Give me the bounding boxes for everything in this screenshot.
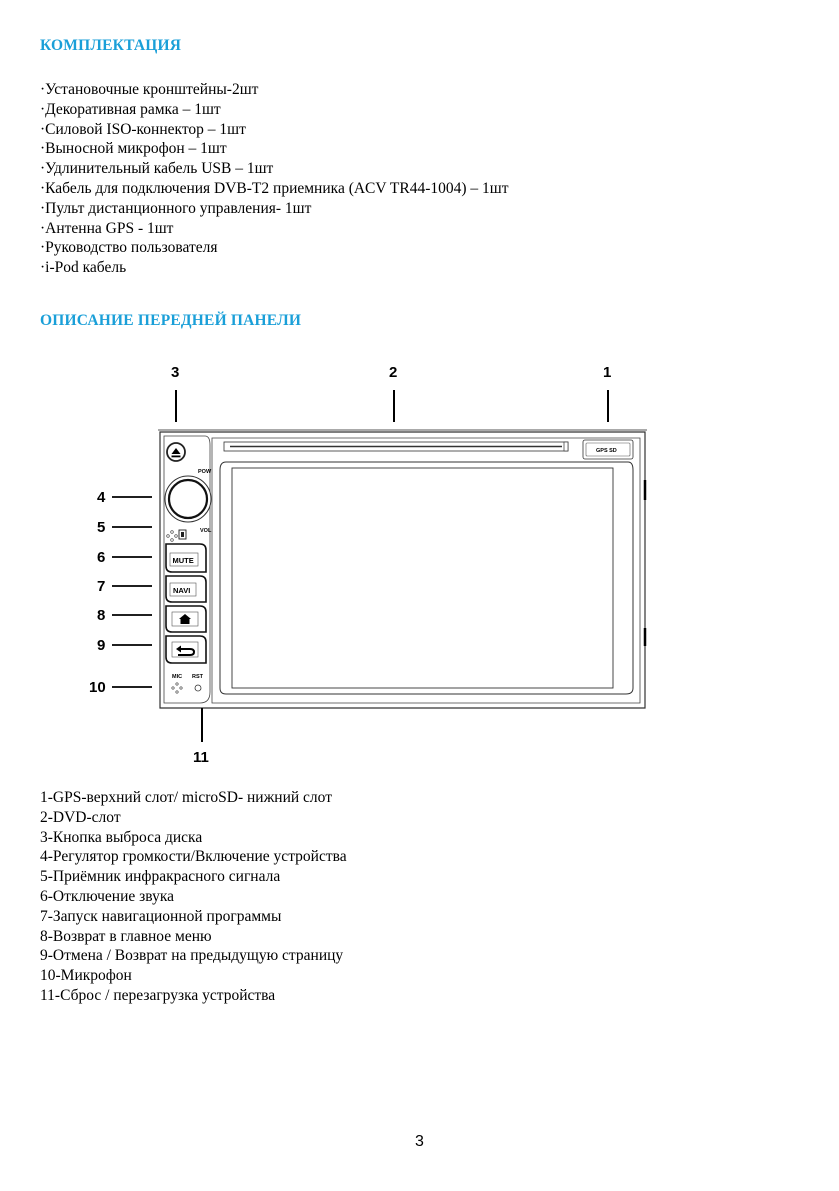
list-item: ·Кабель для подключения DVB-T2 приемника… [40,179,509,197]
list-item: 11-Сброс / перезагрузка устройства [40,986,276,1004]
list-item: ·Силовой ISO-коннектор – 1шт [40,120,246,138]
volume-power-knob[interactable] [164,475,212,523]
callout-9: 9 [97,637,105,654]
list-item: 6-Отключение звука [40,887,174,905]
list-item: 8-Возврат в главное меню [40,927,212,945]
mic-label: MIC [172,674,182,680]
home-button[interactable] [165,605,207,633]
list-item: 5-Приёмник инфракрасного сигнала [40,868,281,886]
microphone [171,682,183,694]
list-item: ·Декоративная рамка – 1шт [40,100,221,118]
ir-receiver [166,529,187,542]
gps-sd-slot: GPS SD [582,439,634,460]
back-arrow-icon [176,645,196,656]
callout-10: 10 [89,679,106,696]
gps-sd-label: GPS SD [596,448,617,454]
navi-label: NAVI [173,586,190,595]
back-button[interactable] [165,635,207,664]
callout-5: 5 [97,519,105,536]
callout-8: 8 [97,607,105,624]
display-screen [219,461,634,695]
list-item: 1-GPS-верхний слот/ microSD- нижний слот [40,789,332,806]
list-item: 7-Запуск навигационной программы [40,907,282,925]
dvd-slot [223,441,569,452]
reset-button[interactable] [194,684,202,692]
home-icon [179,614,191,624]
list-item: 3-Кнопка выброса диска [40,828,203,846]
description-list: 1-GPS-верхний слот/ microSD- нижний слот… [40,788,347,1006]
list-item: ·Антенна GPS - 1шт [40,219,174,237]
package-list: ·Установочные кронштейны-2шт ·Декоративн… [40,80,509,278]
callout-3: 3 [171,364,179,381]
list-item: ·Руководство пользователя [40,239,218,257]
callout-4: 4 [97,489,106,506]
eject-button[interactable] [166,442,186,462]
page-number: 3 [415,1133,424,1150]
mute-button[interactable]: MUTE [165,543,207,573]
callout-2: 2 [389,364,397,381]
list-item: 2-DVD-слот [40,808,121,826]
section-title-front-panel: ОПИСАНИЕ ПЕРЕДНЕЙ ПАНЕЛИ [40,312,302,329]
navi-button[interactable]: NAVI [165,575,207,603]
list-item: ·Установочные кронштейны-2шт [40,81,259,98]
list-item: ·Пульт дистанционного управления- 1шт [40,199,312,217]
list-item: 9-Отмена / Возврат на предыдущую страниц… [40,947,344,965]
mute-label: MUTE [173,556,194,565]
callout-1: 1 [603,364,611,381]
callout-11: 11 [193,749,209,766]
list-item: 10-Микрофон [40,967,132,985]
vol-label: VOL [200,528,212,534]
section-title-package: КОМПЛЕКТАЦИЯ [40,37,182,54]
rst-label: RST [192,674,204,680]
pow-label: POW [198,469,212,475]
list-item: ·Выносной микрофон – 1шт [40,140,227,158]
callout-6: 6 [97,549,105,566]
eject-icon [171,448,181,458]
list-item: ·i-Pod кабель [40,259,127,277]
front-panel-diagram: 3 2 1 GPS SD POW [89,364,647,766]
list-item: 4-Регулятор громкости/Включение устройст… [40,848,347,866]
list-item: ·Удлинительный кабель USB – 1шт [40,160,274,178]
callout-7: 7 [97,578,105,595]
